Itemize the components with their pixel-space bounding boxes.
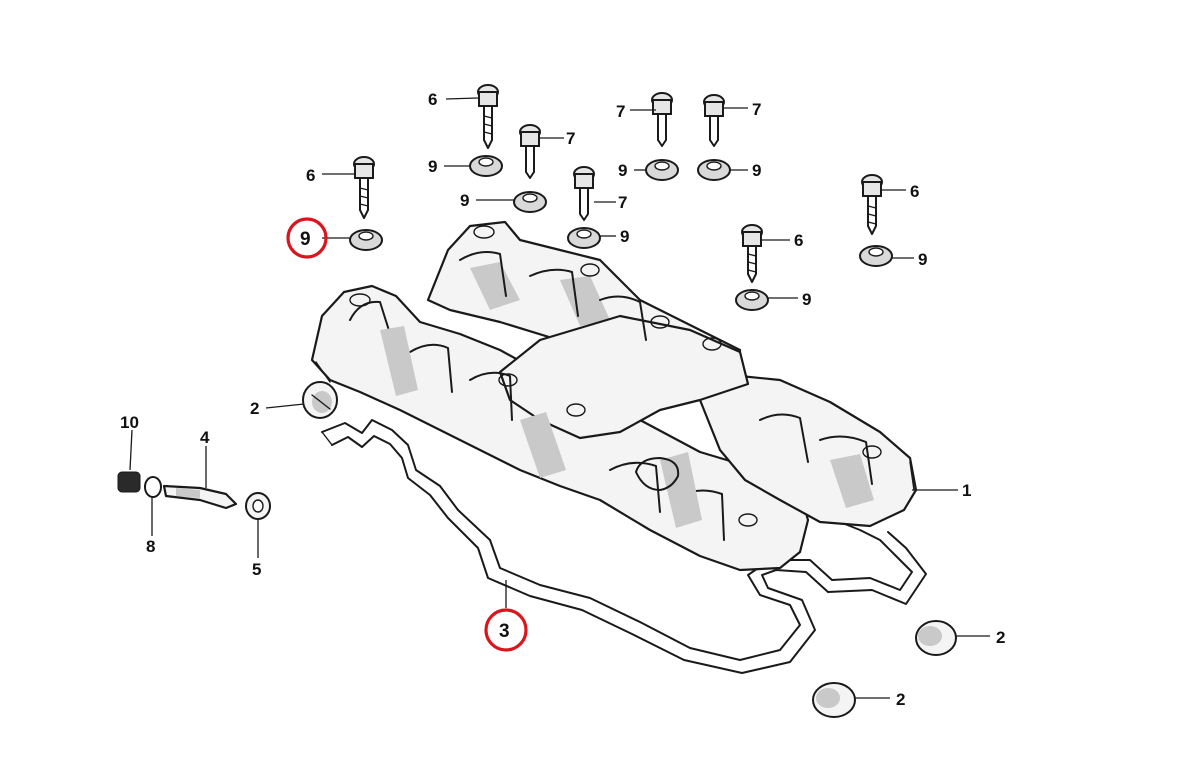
callout-6: 6 bbox=[428, 90, 437, 109]
callout-4: 4 bbox=[200, 428, 210, 447]
callout-7: 7 bbox=[566, 129, 575, 148]
bolt-7-b bbox=[573, 166, 595, 221]
callout-9: 9 bbox=[460, 191, 469, 210]
callout-9: 9 bbox=[620, 227, 629, 246]
washer-9-e bbox=[645, 159, 679, 181]
breather-pipe bbox=[162, 484, 238, 510]
callout-2: 2 bbox=[250, 399, 259, 418]
callout-10: 10 bbox=[120, 413, 139, 432]
callout-9: 9 bbox=[802, 290, 811, 309]
callout-2: 2 bbox=[896, 690, 905, 709]
plug-right-upper bbox=[915, 620, 957, 656]
bolt-7-d bbox=[703, 94, 725, 147]
head-cover-gasket bbox=[321, 419, 927, 674]
callout-9: 9 bbox=[428, 157, 437, 176]
washer-9-f bbox=[697, 159, 731, 181]
washer-9-a bbox=[349, 229, 383, 251]
callout-5: 5 bbox=[252, 560, 261, 579]
highlight-ring-9 bbox=[286, 217, 328, 259]
callout-6: 6 bbox=[794, 231, 803, 250]
bolt-7-c bbox=[651, 92, 673, 147]
highlight-ring-3 bbox=[484, 608, 528, 652]
washer-small bbox=[144, 476, 162, 498]
callout-8: 8 bbox=[146, 537, 155, 556]
callout-6: 6 bbox=[910, 182, 919, 201]
callout-7: 7 bbox=[752, 100, 761, 119]
callout-2: 2 bbox=[996, 628, 1005, 647]
callout-9-highlighted: 9 bbox=[300, 229, 311, 250]
callout-7: 7 bbox=[616, 102, 625, 121]
bolt-7-a bbox=[519, 124, 541, 179]
washer-9-g bbox=[859, 245, 893, 267]
callout-6: 6 bbox=[306, 166, 315, 185]
bolt-6-d bbox=[741, 224, 763, 283]
bolt-6-a bbox=[477, 84, 499, 149]
washer-9-c bbox=[513, 191, 547, 213]
bolt-6-b bbox=[353, 156, 375, 219]
cylinder-head-cover bbox=[310, 220, 918, 572]
plug-left bbox=[302, 381, 338, 419]
callout-1: 1 bbox=[962, 481, 971, 500]
callout-9: 9 bbox=[918, 250, 927, 269]
callout-9: 9 bbox=[618, 161, 627, 180]
grommet bbox=[245, 492, 271, 520]
callout-3-highlighted: 3 bbox=[499, 621, 510, 642]
leader-lines bbox=[129, 97, 990, 699]
breather-nut bbox=[117, 471, 141, 493]
washer-9-b bbox=[469, 155, 503, 177]
plug-right-lower bbox=[812, 682, 856, 718]
washer-9-h bbox=[735, 289, 769, 311]
callout-7: 7 bbox=[618, 193, 627, 212]
callout-9: 9 bbox=[752, 161, 761, 180]
washer-9-d bbox=[567, 227, 601, 249]
bolt-6-c bbox=[861, 174, 883, 235]
